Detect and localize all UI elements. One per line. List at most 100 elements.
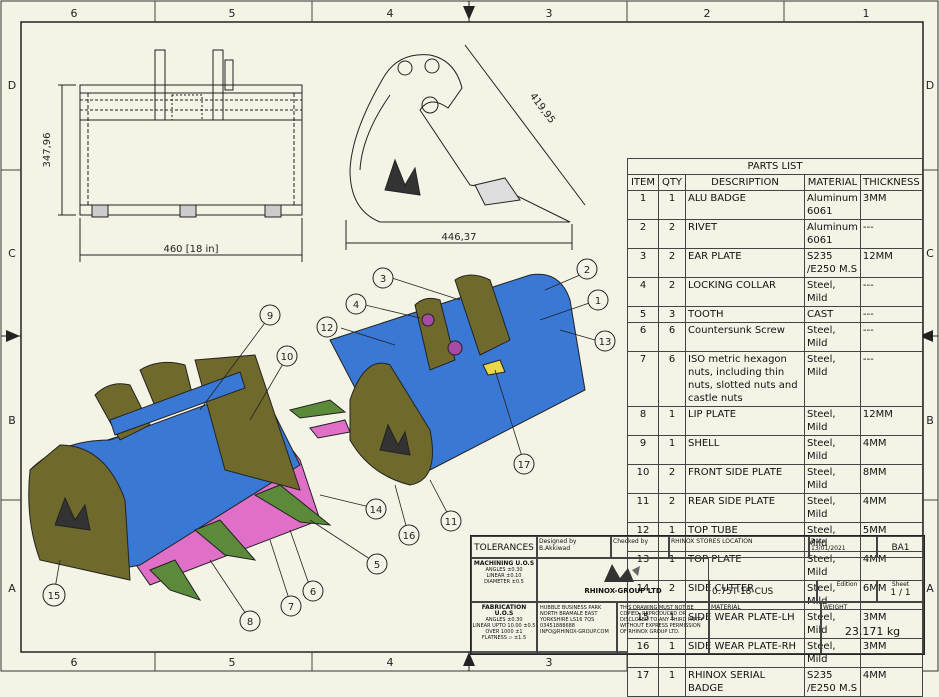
material-cell: MATERIAL bbox=[709, 602, 821, 654]
zone-col-5: 5 bbox=[229, 7, 236, 20]
parts-cell-desc: REAR SIDE PLATE bbox=[685, 493, 805, 523]
balloon-13 bbox=[594, 330, 616, 352]
company-name: RHINOX-GROUP LTD bbox=[584, 587, 662, 595]
parts-cell-desc: SIDE WEAR PLATE-LH bbox=[685, 609, 805, 639]
machining-block: MACHINING U.O.S ANGLES ±0.30 LINEAR ±0.1… bbox=[471, 558, 537, 602]
balloon-14 bbox=[365, 498, 387, 520]
zone-row-a: A bbox=[8, 582, 16, 595]
parts-cell-material: Steel, Mild bbox=[804, 322, 861, 352]
parts-cell-item: 3 bbox=[627, 248, 659, 278]
parts-cell-desc: SHELL bbox=[685, 435, 805, 465]
parts-cell-thickness: 3MM bbox=[859, 609, 924, 639]
balloon-17 bbox=[513, 453, 535, 475]
parts-cell-item: 9 bbox=[627, 435, 659, 465]
date-cell: Date 13/01/2021 bbox=[809, 536, 877, 558]
checked-by-label: Checked by bbox=[613, 538, 649, 545]
balloon-9 bbox=[259, 304, 281, 326]
machining-line-2: LINEAR ±0.10 bbox=[486, 573, 522, 579]
parts-cell-thickness: 12MM bbox=[859, 248, 924, 278]
parts-cell-thickness: 4MM bbox=[859, 435, 924, 465]
checked-by-cell: Checked by bbox=[611, 536, 669, 558]
parts-cell-desc: Countersunk Screw bbox=[685, 322, 805, 352]
designed-by-value: B.Akkiwad bbox=[539, 545, 571, 552]
balloon-15 bbox=[42, 583, 66, 607]
edition-cell: Edition bbox=[817, 580, 877, 602]
parts-cell-desc: LOCKING COLLAR bbox=[685, 277, 805, 307]
fabrication-line-1: ANGLES ±0.30 bbox=[485, 617, 523, 623]
parts-cell-thickness: 4MM bbox=[859, 551, 924, 581]
parts-cell-material: Steel, Mild bbox=[804, 406, 861, 436]
col-qty: QTY bbox=[658, 174, 686, 191]
balloon-13-label: 13 bbox=[599, 337, 612, 348]
tolerances-label: TOLERANCES bbox=[471, 536, 537, 558]
zone-col-4-bottom: 4 bbox=[387, 656, 394, 669]
balloon-12-label: 12 bbox=[321, 323, 334, 334]
parts-cell-material: Steel, Mild bbox=[804, 435, 861, 465]
designed-by-label: Designed by bbox=[539, 538, 577, 545]
balloon-5 bbox=[366, 553, 388, 575]
zone-col-5-bottom: 5 bbox=[229, 656, 236, 669]
fabrication-line-4: FLATNESS ⏥ ±1.5 bbox=[481, 635, 527, 641]
balloon-10 bbox=[276, 345, 298, 367]
parts-cell-item: 6 bbox=[627, 322, 659, 352]
material-label: MATERIAL bbox=[711, 604, 741, 611]
parts-cell-thickness: 4MM bbox=[859, 493, 924, 523]
parts-cell-thickness: 8MM bbox=[859, 464, 924, 494]
parts-cell-qty: 1 bbox=[658, 406, 686, 436]
company-address: HUBBLE BUSINESS PARK NORTH BRAMALE EAST … bbox=[540, 605, 609, 635]
balloon-12 bbox=[316, 316, 338, 338]
sheet-value: 1 / 1 bbox=[890, 588, 911, 598]
balloon-6-label: 6 bbox=[310, 587, 316, 598]
parts-cell-desc: EAR PLATE bbox=[685, 248, 805, 278]
zone-row-c-right: C bbox=[926, 247, 934, 260]
balloon-11 bbox=[440, 510, 462, 532]
address-cell: HUBBLE BUSINESS PARK NORTH BRAMALE EAST … bbox=[537, 602, 617, 654]
weight-label: WEIGHT bbox=[823, 604, 848, 611]
balloon-8 bbox=[239, 610, 261, 632]
parts-cell-desc: FRONT SIDE PLATE bbox=[685, 464, 805, 494]
parts-cell-item: 8 bbox=[627, 406, 659, 436]
parts-list-title: PARTS LIST bbox=[627, 158, 923, 175]
parts-cell-thickness: --- bbox=[859, 219, 924, 249]
parts-cell-qty: 2 bbox=[658, 493, 686, 523]
parts-cell-item: 2 bbox=[627, 219, 659, 249]
fabrication-block: FABRICATION U.O.S ANGLES ±0.30 LINEAR UP… bbox=[471, 602, 537, 654]
edition-label: Edition bbox=[836, 581, 858, 588]
zone-col-4: 4 bbox=[387, 7, 394, 20]
balloon-3-label: 3 bbox=[380, 274, 386, 285]
parts-cell-desc: LIP PLATE bbox=[685, 406, 805, 436]
zone-row-d-right: D bbox=[926, 79, 934, 92]
notice-cell: THIS DRAWING MUST NOT BE COPIED, REPRODU… bbox=[617, 602, 709, 654]
balloon-6 bbox=[302, 580, 324, 602]
parts-cell-thickness: 6MM bbox=[859, 580, 924, 610]
zone-row-a-right: A bbox=[926, 582, 934, 595]
parts-cell-material: Steel, Mild bbox=[804, 551, 861, 581]
parts-cell-item: 1 bbox=[627, 190, 659, 220]
zone-row-b: B bbox=[8, 414, 16, 427]
parts-cell-desc: TOP PLATE bbox=[685, 551, 805, 581]
fabrication-line-2: LINEAR UPTO 10.00 ±0.5 bbox=[472, 623, 536, 629]
parts-cell-material: S235 /E250 M.S bbox=[804, 248, 861, 278]
fabrication-line-3: OVER 1000 ±1 bbox=[485, 629, 523, 635]
zone-col-3-bottom: 3 bbox=[546, 656, 553, 669]
fabrication-title: FABRICATION U.O.S bbox=[481, 604, 527, 617]
location-cell: RHINOX STORES LOCATION bbox=[669, 536, 809, 558]
balloon-1 bbox=[587, 289, 609, 311]
part-number: 0.75T-18-CUS bbox=[709, 580, 817, 602]
balloon-1-label: 1 bbox=[595, 296, 601, 307]
parts-cell-material: Aluminum 6061 bbox=[804, 219, 861, 249]
company-logo-cell: RHINOX-GROUP LTD bbox=[537, 558, 709, 602]
balloon-4 bbox=[345, 293, 367, 315]
date-label: Date bbox=[811, 538, 826, 545]
side-view bbox=[345, 44, 586, 250]
parts-cell-desc: ALU BADGE bbox=[685, 190, 805, 220]
parts-cell-qty: 2 bbox=[658, 219, 686, 249]
col-item: ITEM bbox=[627, 174, 659, 191]
date-value: 13/01/2021 bbox=[811, 545, 846, 552]
